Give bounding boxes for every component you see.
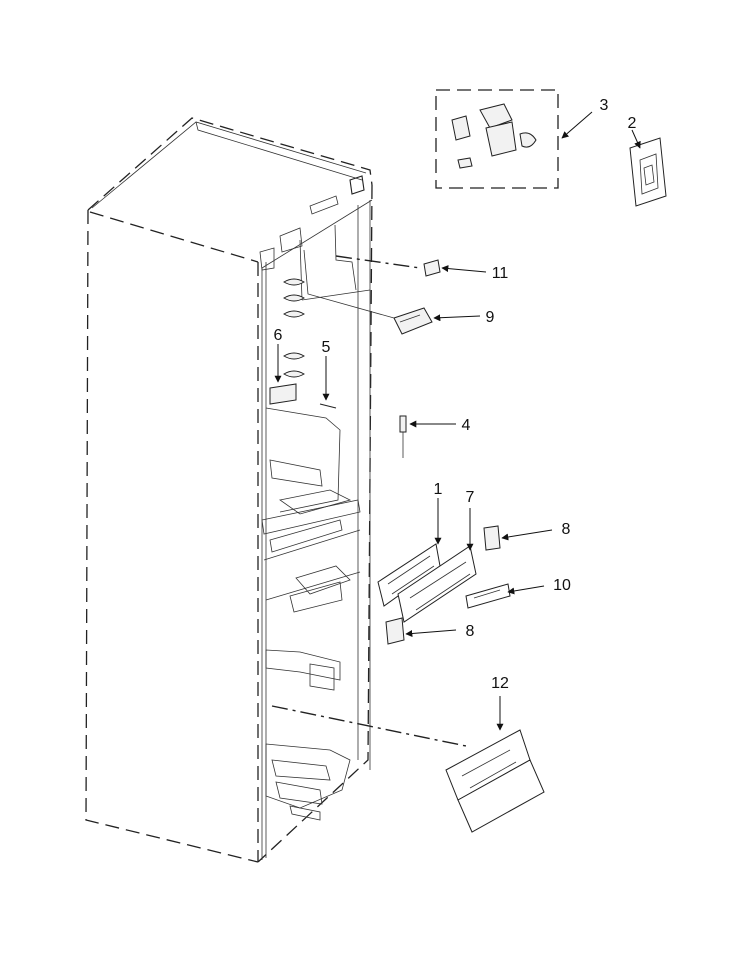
callout-5: 5 — [322, 339, 331, 356]
part-4-thermistor — [399, 415, 407, 458]
refrigerator-cabinet — [85, 117, 373, 863]
part-10-overlay — [465, 583, 511, 609]
part-12-bracket — [445, 729, 545, 833]
callout-12: 12 — [491, 675, 509, 692]
connector-line-12 — [271, 705, 467, 747]
part-2-cover — [629, 137, 667, 207]
bottom-drawer — [265, 743, 351, 821]
callout-11: 11 — [492, 265, 509, 282]
callout-7: 7 — [466, 489, 475, 506]
callout-8-upper: 8 — [562, 521, 571, 538]
part-5-component — [319, 403, 337, 409]
part-3-assembly — [435, 89, 559, 189]
upper-shelf — [261, 407, 361, 561]
callout-labels: 3 2 11 9 4 5 6 1 7 8 10 8 12 — [274, 97, 637, 692]
shelf-supports — [283, 278, 305, 378]
callout-9: 9 — [486, 309, 495, 326]
callout-8-lower: 8 — [466, 623, 475, 640]
callout-10: 10 — [553, 577, 571, 594]
callout-2: 2 — [628, 115, 637, 132]
connector-line-11 — [335, 255, 421, 269]
lower-shelf — [265, 649, 341, 691]
part-8-lower-cap — [385, 617, 405, 645]
part-8-upper-cap — [483, 525, 501, 551]
connector-line-9 — [303, 249, 395, 319]
callout-1: 1 — [434, 481, 443, 498]
middle-shelf — [265, 565, 361, 613]
part-6-module — [269, 383, 297, 405]
callout-6: 6 — [274, 327, 283, 344]
callout-4: 4 — [462, 417, 471, 434]
callout-3: 3 — [600, 97, 609, 114]
part-11-switch — [423, 259, 441, 277]
part-9-module — [393, 307, 433, 335]
part-7-housing — [397, 545, 477, 623]
leader-arrows — [274, 111, 641, 731]
